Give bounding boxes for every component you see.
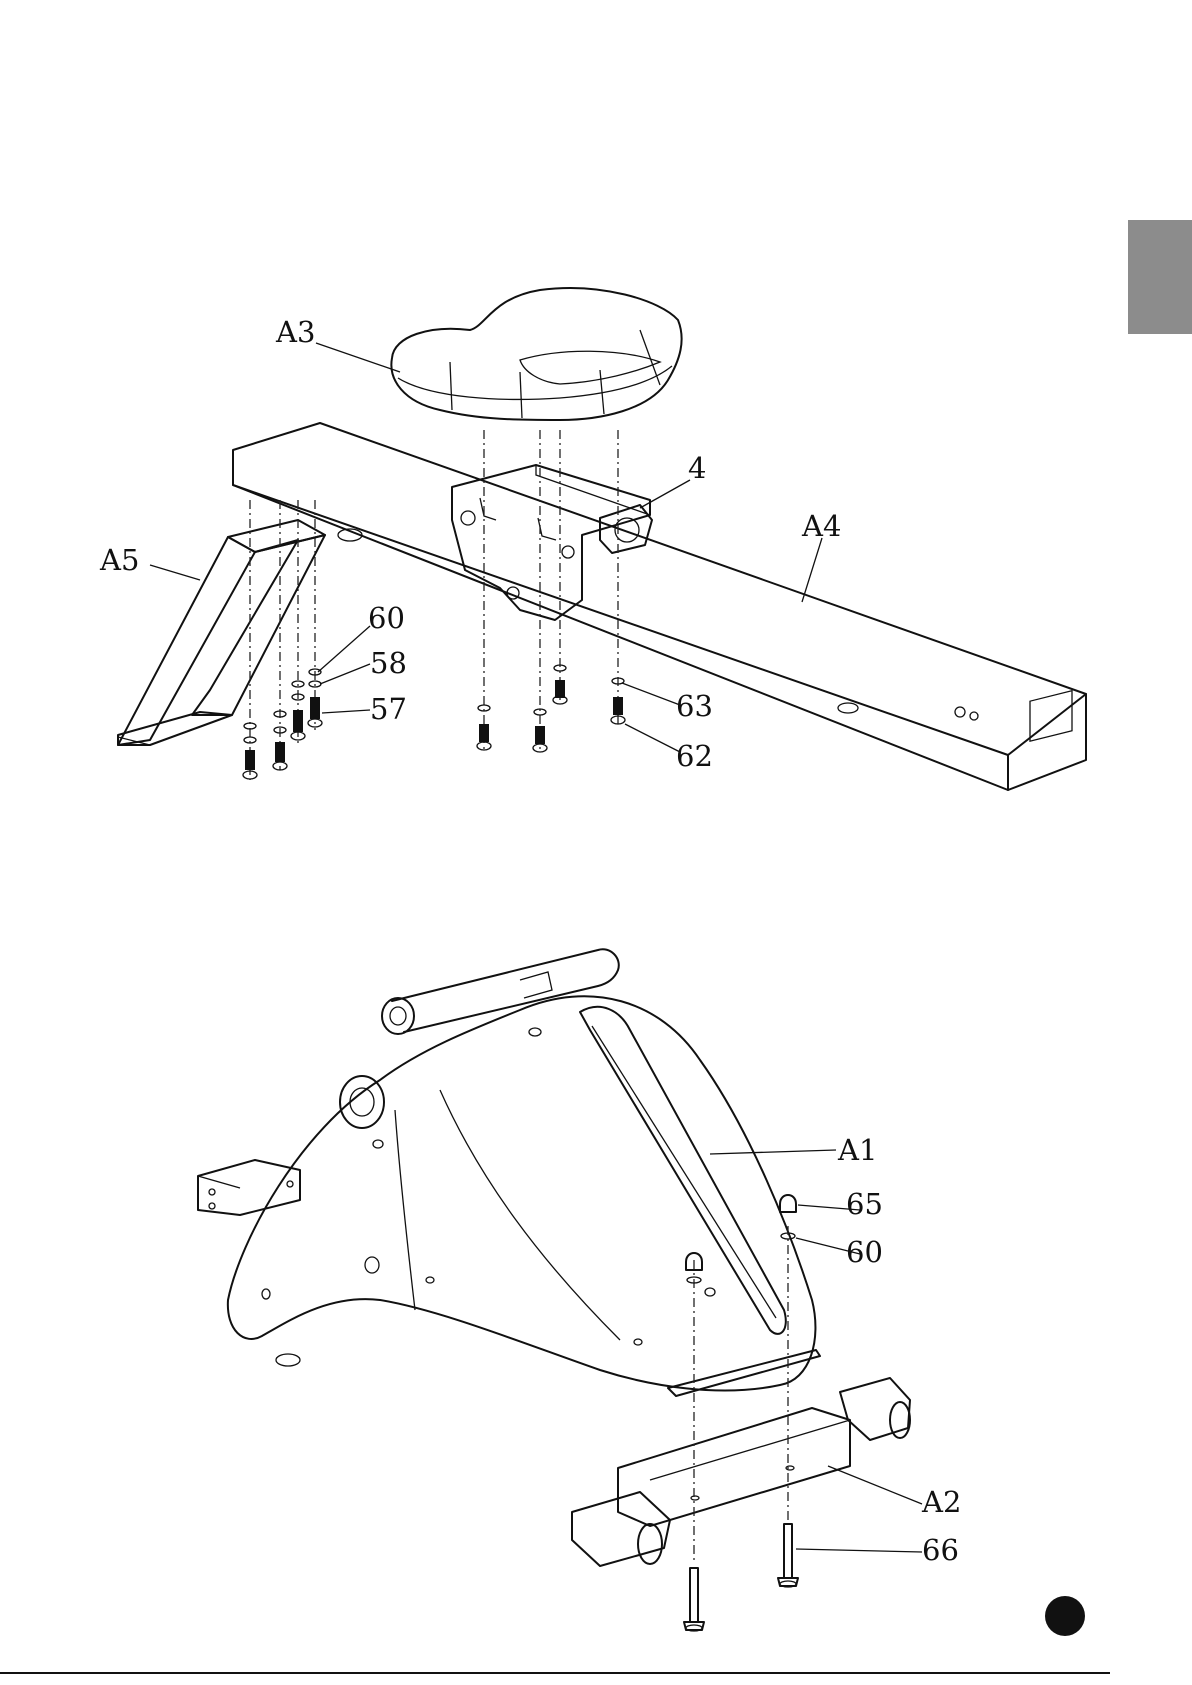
label-a4: A4: [801, 509, 841, 543]
fasteners-bottom: [684, 1195, 798, 1631]
label-65: 65: [846, 1187, 883, 1221]
label-4: 4: [688, 451, 706, 485]
assembly-lines-bottom: [694, 1226, 788, 1560]
label-57: 57: [370, 692, 407, 726]
label-60-top: 60: [368, 601, 405, 635]
label-a3: A3: [275, 315, 315, 349]
assembly-lines-top: [250, 430, 618, 780]
rail-a4: [233, 423, 1086, 790]
label-66: 66: [922, 1533, 959, 1567]
page-number-badge: [1045, 1596, 1085, 1636]
bottom-assembly-diagram: A1 65 60 A2 66: [198, 949, 961, 1631]
top-assembly-diagram: A3 4 A4 A5 60 58 57 63 62: [99, 288, 1086, 790]
label-a2: A2: [921, 1485, 961, 1519]
frame-a1: [198, 996, 820, 1396]
label-62: 62: [676, 739, 713, 773]
fasteners-top: [243, 665, 625, 779]
label-a1: A1: [837, 1133, 877, 1167]
label-a5: A5: [99, 543, 139, 577]
handle-bar: [382, 949, 619, 1034]
label-58: 58: [370, 646, 407, 680]
leader-lines-top: [150, 343, 822, 752]
label-60-bottom: 60: [846, 1235, 883, 1269]
label-63: 63: [676, 689, 713, 723]
seat-a3: [391, 288, 681, 420]
stabilizer-a2: [572, 1378, 910, 1566]
